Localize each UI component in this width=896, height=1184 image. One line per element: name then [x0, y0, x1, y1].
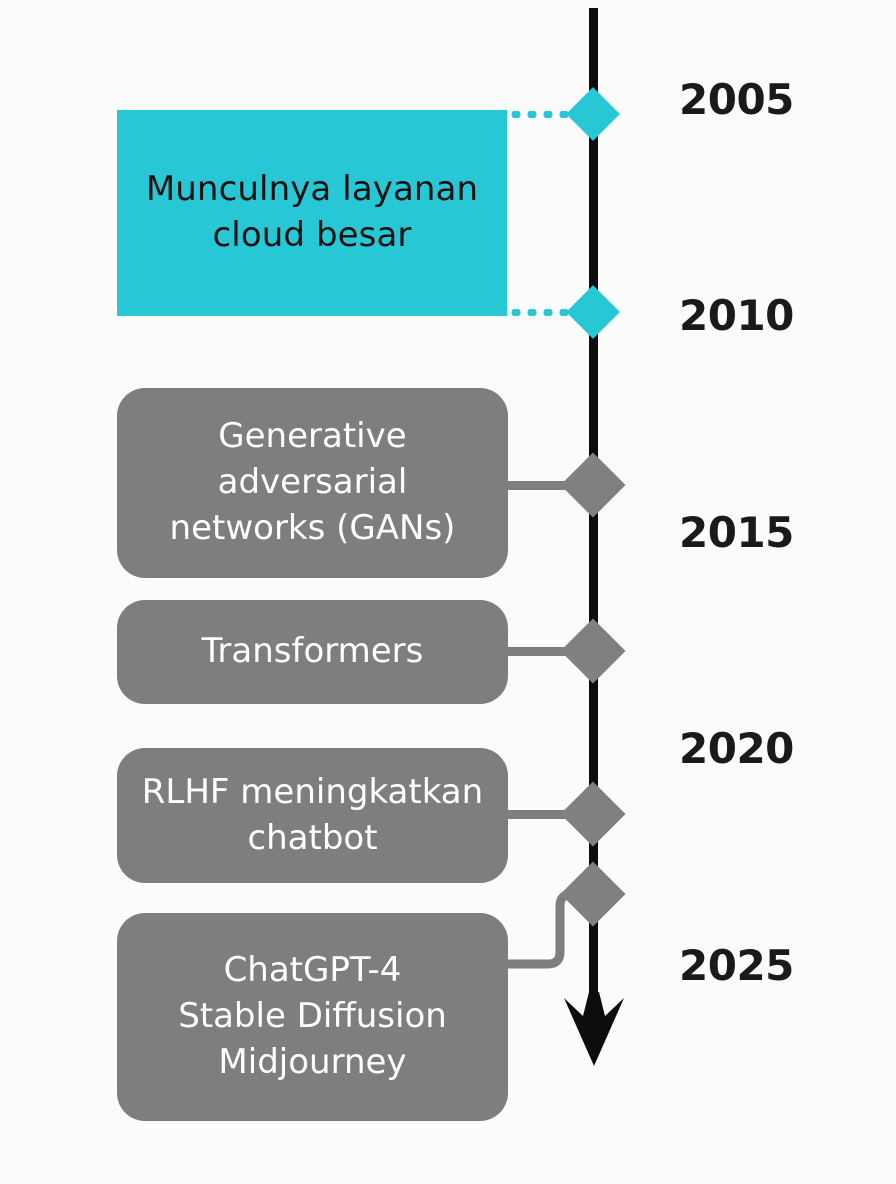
connector-rlhf	[505, 810, 585, 819]
event-box-genai[interactable]: ChatGPT-4 Stable Diffusion Midjourney	[117, 913, 508, 1121]
marker-gans[interactable]	[560, 452, 626, 518]
event-box-gans[interactable]: Generative adversarial networks (GANs)	[117, 388, 508, 578]
arrow-down-icon	[564, 992, 624, 1066]
event-box-rlhf[interactable]: RLHF meningkatkan chatbot	[117, 748, 508, 883]
event-label-transformers: Transformers	[201, 631, 424, 672]
event-box-cloud[interactable]: Munculnya layanan cloud besar	[117, 110, 507, 316]
connector-cloud-top	[508, 111, 574, 118]
year-label-2020: 2020	[679, 724, 794, 773]
year-label-2010: 2010	[679, 291, 794, 340]
connector-transformers	[505, 647, 585, 656]
year-label-2025: 2025	[679, 941, 794, 990]
connector-cloud-bottom	[508, 309, 574, 316]
year-label-2005: 2005	[679, 75, 794, 124]
marker-2005[interactable]	[566, 87, 620, 141]
event-label-genai: ChatGPT-4 Stable Diffusion Midjourney	[178, 950, 447, 1082]
connector-gans	[505, 481, 585, 490]
event-label-gans: Generative adversarial networks (GANs)	[169, 416, 456, 548]
marker-transformers[interactable]	[560, 618, 626, 684]
event-label-cloud: Munculnya layanan cloud besar	[145, 169, 479, 255]
marker-rlhf[interactable]	[560, 781, 626, 847]
marker-2010[interactable]	[566, 285, 620, 339]
year-label-2015: 2015	[679, 508, 794, 557]
event-box-transformers[interactable]: Transformers	[117, 600, 508, 704]
event-label-rlhf: RLHF meningkatkan chatbot	[141, 771, 484, 858]
